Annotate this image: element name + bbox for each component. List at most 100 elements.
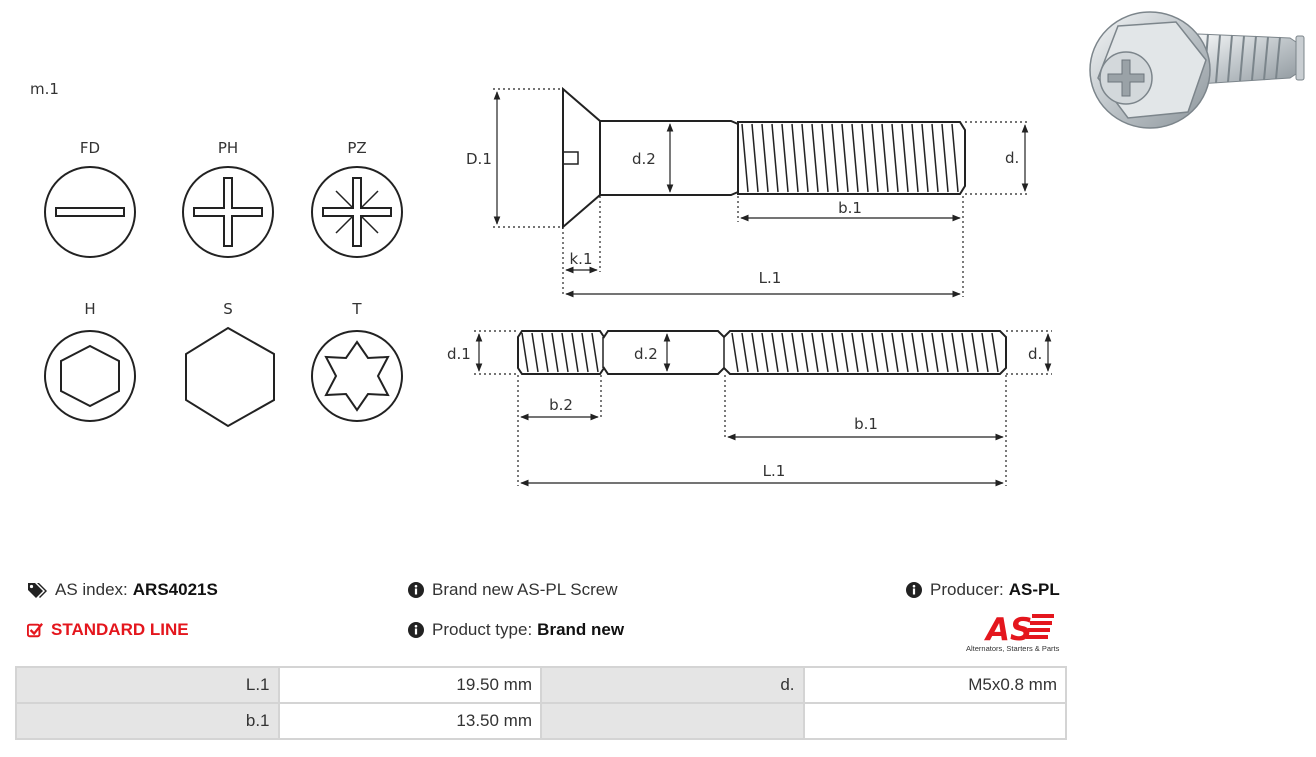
screw-dim-D1: D.1 (466, 150, 492, 168)
thread-line (591, 332, 599, 373)
thread-line (941, 123, 949, 193)
thread-line (771, 123, 779, 193)
info-icon (408, 622, 424, 638)
thread-line (791, 332, 799, 373)
stud-dim-d2: d.2 (634, 345, 658, 363)
product-type-value: Brand new (537, 620, 625, 639)
table-row: b.1 13.50 mm (15, 702, 1067, 740)
table-row: L.1 19.50 mm d. M5x0.8 mm (15, 666, 1067, 704)
thread-line (741, 332, 749, 373)
info-icon (408, 582, 424, 598)
thread-line (811, 332, 819, 373)
head-pz: PZ (311, 139, 403, 258)
stud-drawing: d.1 d.2 d. b.2 b.1 L.1 (447, 330, 1052, 487)
thread-line (821, 332, 829, 373)
technical-drawing: m.1 FD PH PZ H S T (30, 11, 1305, 487)
screw-drawing: D.1 d.2 d. b.1 k.1 L.1 (466, 86, 1030, 298)
thread-line (571, 332, 579, 373)
screw-dim-d2: d.2 (632, 150, 656, 168)
material-label: m.1 (30, 80, 59, 98)
thread-line (811, 123, 819, 193)
thread-line (741, 123, 749, 193)
producer: Producer: AS-PL (906, 580, 1060, 600)
thread-line (921, 332, 929, 373)
stud-dim-d1: d.1 (447, 345, 471, 363)
head-s: S (185, 300, 275, 428)
thread-line (881, 332, 889, 373)
thread-line (891, 332, 899, 373)
description-text: Brand new AS-PL Screw (432, 580, 618, 599)
as-index-label: AS index: (55, 580, 128, 599)
producer-value: AS-PL (1008, 580, 1060, 599)
thread-line (861, 123, 869, 193)
spec-key: b.1 (15, 702, 280, 740)
stud-dim-b2: b.2 (549, 396, 573, 414)
head-label-ph: PH (218, 139, 238, 157)
as-pl-logo: AS Alternators, Starters & Parts (966, 610, 1068, 654)
as-index: AS index: ARS4021S (27, 580, 218, 600)
head-label-pz: PZ (347, 139, 366, 157)
spec-key (540, 702, 805, 740)
thread-line (831, 332, 839, 373)
spec-value: 19.50 mm (277, 666, 542, 704)
stud-dim-d: d. (1028, 345, 1042, 363)
thread-line (541, 332, 549, 373)
thread-line (761, 123, 769, 193)
thread-line (851, 332, 859, 373)
spec-value: 13.50 mm (277, 702, 542, 740)
standard-line-label: STANDARD LINE (51, 620, 189, 639)
product-type: Product type: Brand new (408, 620, 624, 640)
thread-line (861, 332, 869, 373)
thread-line (551, 332, 559, 373)
thread-line (961, 332, 969, 373)
thread-line (901, 332, 909, 373)
thread-line (931, 123, 939, 193)
thread-line (581, 332, 589, 373)
thread-line (761, 332, 769, 373)
description: Brand new AS-PL Screw (408, 580, 618, 600)
screw-dim-k1: k.1 (570, 250, 593, 268)
thread-line (871, 123, 879, 193)
spec-value (802, 702, 1067, 740)
thread-line (781, 332, 789, 373)
thread-line (521, 332, 529, 373)
thread-line (971, 332, 979, 373)
spec-value: M5x0.8 mm (802, 666, 1067, 704)
spec-table: L.1 19.50 mm d. M5x0.8 mm b.1 13.50 mm (15, 666, 1067, 740)
screw-dim-L1: L.1 (759, 269, 782, 287)
thread-line (991, 332, 999, 373)
stud-dim-b1: b.1 (854, 415, 878, 433)
thread-line (851, 123, 859, 193)
info-icon (906, 582, 922, 598)
thread-line (911, 123, 919, 193)
thread-line (561, 332, 569, 373)
stud-dim-L1: L.1 (763, 462, 786, 480)
head-label-fd: FD (80, 139, 100, 157)
screw-dim-d: d. (1005, 149, 1019, 167)
thread-line (891, 123, 899, 193)
head-fd: FD (44, 139, 136, 258)
logo-tagline: Alternators, Starters & Parts (966, 644, 1060, 653)
thread-line (731, 332, 739, 373)
thread-line (801, 123, 809, 193)
thread-line (881, 123, 889, 193)
product-image (1089, 11, 1305, 129)
screw-dim-b1: b.1 (838, 199, 862, 217)
thread-line (801, 332, 809, 373)
thread-line (821, 123, 829, 193)
head-label-s: S (223, 300, 233, 318)
standard-line: STANDARD LINE (27, 620, 189, 640)
producer-label: Producer: (930, 580, 1004, 599)
spec-key: L.1 (15, 666, 280, 704)
thread-line (951, 123, 959, 193)
head-ph: PH (182, 139, 274, 258)
thread-line (841, 123, 849, 193)
thread-line (771, 332, 779, 373)
head-label-h: H (84, 300, 95, 318)
thread-line (841, 332, 849, 373)
spec-key: d. (540, 666, 805, 704)
head-h: H (44, 300, 136, 422)
thread-line (831, 123, 839, 193)
check-square-icon (27, 623, 43, 638)
svg-text:AS: AS (983, 612, 1032, 644)
